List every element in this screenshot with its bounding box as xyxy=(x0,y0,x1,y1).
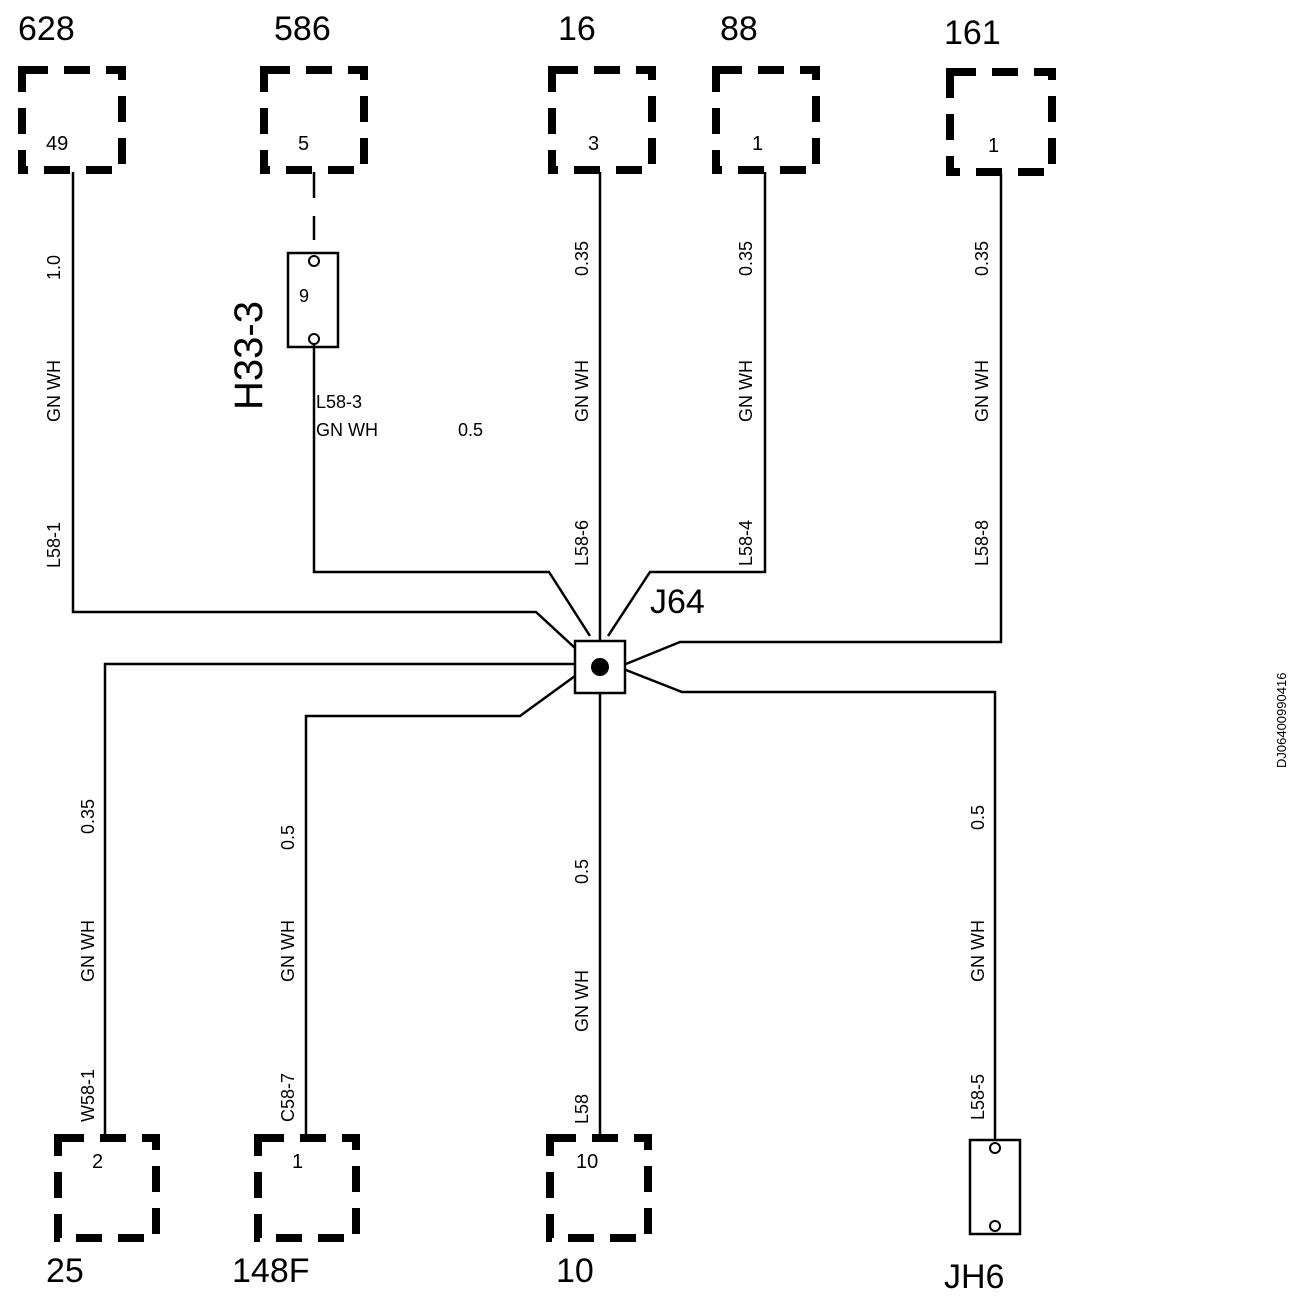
component-628-box xyxy=(18,66,126,174)
jh6-pin-top xyxy=(989,1142,1001,1154)
wire-l58-8-color: GN WH xyxy=(972,360,992,422)
wire-l58-8-size: 0.35 xyxy=(972,241,992,276)
component-628-label: 628 xyxy=(18,10,75,48)
component-88-label: 88 xyxy=(720,10,758,48)
component-25-box xyxy=(54,1134,160,1242)
wire-l58-1-color: GN WH xyxy=(44,360,64,422)
wire-l58-circuit: L58 xyxy=(572,1094,592,1124)
wire-w58-1 xyxy=(103,662,575,1136)
pin-1-88: 1 xyxy=(752,133,763,155)
wire-l58-color: GN WH xyxy=(572,970,592,1032)
pin-3: 3 xyxy=(588,133,599,155)
component-161-label: 161 xyxy=(944,14,1001,52)
pin-1-148f: 1 xyxy=(292,1151,303,1173)
component-88-box xyxy=(712,66,820,174)
wire-c58-7-circuit: C58-7 xyxy=(278,1073,298,1122)
document-id: DJ06400990416 xyxy=(1274,673,1289,768)
wire-l58-6-circuit: L58-6 xyxy=(572,520,592,566)
wire-c58-7-color: GN WH xyxy=(278,920,298,982)
wire-l58-size: 0.5 xyxy=(572,859,592,884)
wire-l58-3-circuit: L58-3 xyxy=(316,392,362,412)
component-586-label: 586 xyxy=(274,10,331,48)
component-586-box xyxy=(260,66,368,174)
wire-l58-1-circuit: L58-1 xyxy=(44,522,64,568)
wire-l58-5-color: GN WH xyxy=(968,920,988,982)
wire-l58-4-circuit: L58-4 xyxy=(736,520,756,566)
jh6-pin-bottom xyxy=(989,1220,1001,1232)
wire-l58-6-size: 0.35 xyxy=(572,241,592,276)
wire-l58-1 xyxy=(71,172,576,649)
splice-j64-label: J64 xyxy=(650,583,705,621)
wire-l58-8-circuit: L58-8 xyxy=(972,520,992,566)
component-25-label: 25 xyxy=(46,1252,84,1290)
wire-l58-3-size: 0.5 xyxy=(458,420,483,440)
wire-l58-8 xyxy=(625,174,1003,666)
component-16-label: 16 xyxy=(558,10,596,48)
component-161-box xyxy=(946,68,1056,176)
h33-3-pin-bottom xyxy=(308,333,320,345)
splice-j64-dot xyxy=(591,658,609,676)
wire-l58-4-color: GN WH xyxy=(736,360,756,422)
wire-w58-1-color: GN WH xyxy=(78,920,98,982)
wire-l58-4 xyxy=(606,172,767,637)
wire-w58-1-size: 0.35 xyxy=(78,799,98,834)
wire-l58-3 xyxy=(312,344,592,637)
component-148f-label: 148F xyxy=(232,1252,310,1290)
wire-w58-1-circuit: W58-1 xyxy=(78,1069,98,1122)
h33-3-connector xyxy=(286,251,340,349)
h33-3-label: H33-3 xyxy=(227,301,271,410)
wire-l58-1-size: 1.0 xyxy=(44,255,64,280)
wire-l58-3-color: GN WH xyxy=(316,420,378,440)
jh6-connector xyxy=(968,1138,1022,1236)
h33-3-pin-9: 9 xyxy=(299,286,309,306)
wire-l58-5 xyxy=(625,668,997,1140)
wire-l58-5-circuit: L58-5 xyxy=(968,1074,988,1120)
component-jh6-label: JH6 xyxy=(944,1258,1004,1296)
wire-l58-6-color: GN WH xyxy=(572,360,592,422)
pin-10: 10 xyxy=(576,1151,598,1173)
pin-1-161: 1 xyxy=(988,135,999,157)
pin-5: 5 xyxy=(298,133,309,155)
wire-l58-5-size: 0.5 xyxy=(968,805,988,830)
pin-2: 2 xyxy=(92,1151,103,1173)
component-16-box xyxy=(548,66,656,174)
component-10-label: 10 xyxy=(556,1252,594,1290)
component-148f-box xyxy=(254,1134,360,1242)
wire-l58-4-size: 0.35 xyxy=(736,241,756,276)
component-10-box xyxy=(546,1134,652,1242)
wire-c58-7 xyxy=(304,674,576,1136)
h33-3-pin-top xyxy=(308,255,320,267)
pin-49: 49 xyxy=(46,133,68,155)
wire-c58-7-size: 0.5 xyxy=(278,825,298,850)
